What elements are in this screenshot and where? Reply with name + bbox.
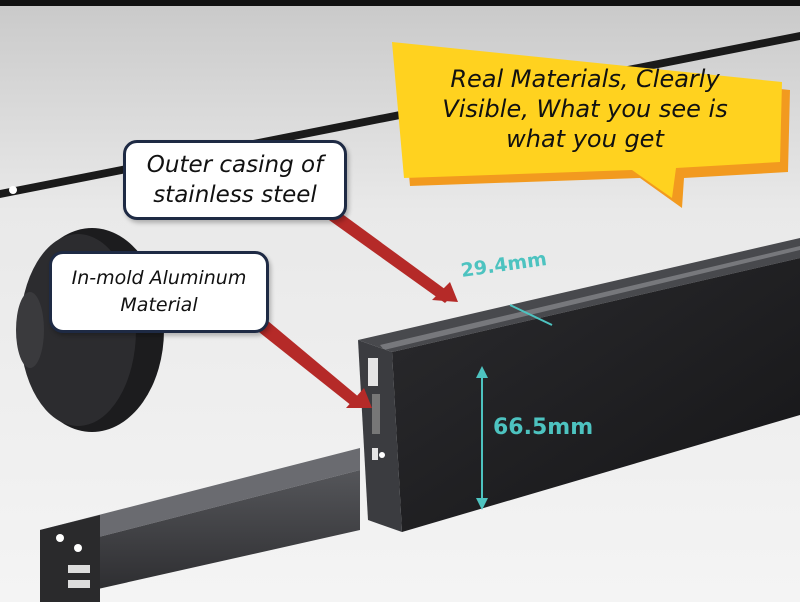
profile-end <box>358 340 402 532</box>
width-dimension-line <box>509 304 553 326</box>
top-border <box>0 0 800 6</box>
profile-face <box>392 258 800 532</box>
height-dimension-label: 66.5mm <box>493 415 594 440</box>
lower-rail-side <box>40 470 360 602</box>
lower-rail-top <box>40 448 360 552</box>
outer-casing-arrow <box>315 205 453 303</box>
yellow-banner <box>392 42 782 198</box>
in-mold-label: In-mold Aluminum Material <box>71 267 247 316</box>
outer-casing-callout: Outer casing of stainless steel <box>123 140 347 220</box>
banner-text: Real Materials, Clearly Visible, What yo… <box>442 65 728 153</box>
in-mold-arrow <box>250 316 360 406</box>
in-mold-callout: In-mold Aluminum Material <box>49 251 269 333</box>
outer-casing-label: Outer casing of stainless steel <box>146 152 324 208</box>
bar-rivet <box>9 186 17 194</box>
profile-top <box>358 238 800 352</box>
